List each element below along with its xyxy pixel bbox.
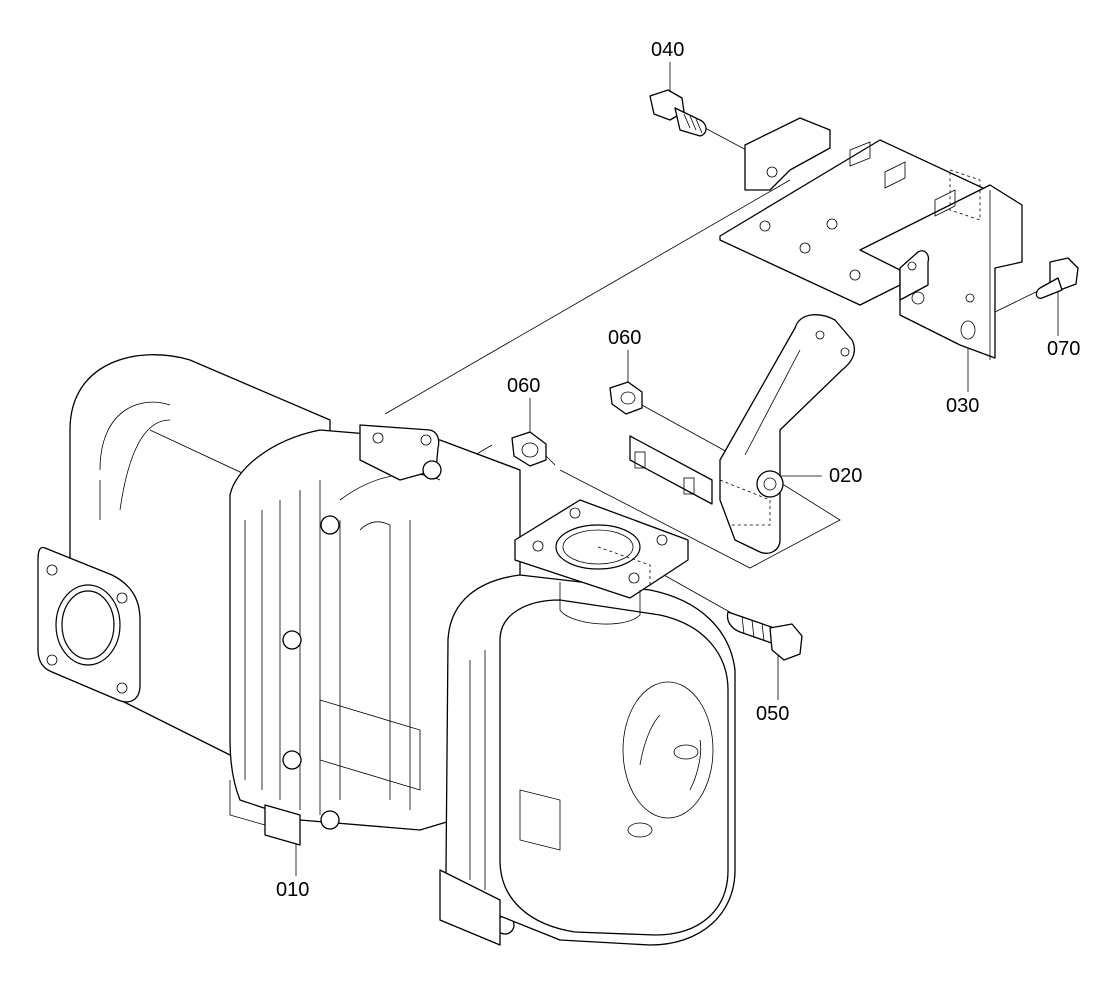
support-stay-020 <box>629 314 856 554</box>
bolt-040 <box>649 89 707 137</box>
bolt-070 <box>1035 257 1079 299</box>
label-020: 020 <box>829 465 862 487</box>
part-labels: 040 060 060 020 030 070 050 010 <box>276 39 1080 901</box>
label-050: 050 <box>756 703 789 725</box>
label-030: 030 <box>946 395 979 417</box>
exhaust-unit-010 <box>37 354 736 946</box>
label-060-lower: 060 <box>507 375 540 397</box>
mounting-bracket-030 <box>719 117 1023 360</box>
label-010: 010 <box>276 879 309 901</box>
label-060-upper: 060 <box>608 327 641 349</box>
reference-lines <box>295 62 1059 876</box>
label-040: 040 <box>651 39 684 61</box>
label-070: 070 <box>1047 338 1080 360</box>
bolt-050 <box>726 611 803 661</box>
nut-060-lower <box>511 431 547 467</box>
nut-060-upper <box>609 381 643 415</box>
